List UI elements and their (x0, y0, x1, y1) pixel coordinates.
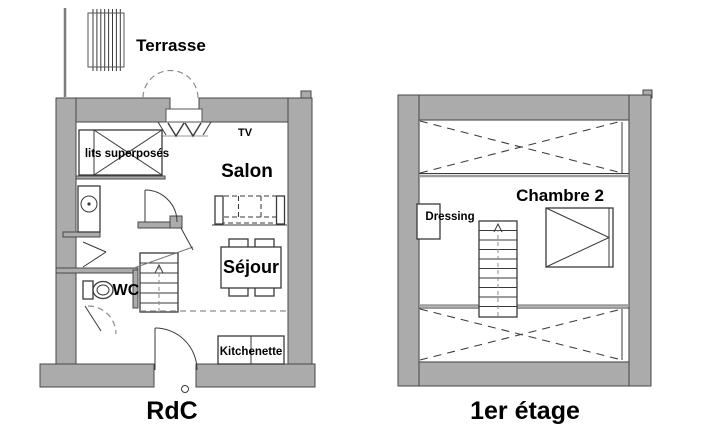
rdc-walls (39, 90, 316, 388)
sofa (212, 195, 287, 226)
toilet-bowl-inner (96, 284, 110, 296)
wall-right (287, 97, 313, 367)
stairs-rdc (133, 246, 194, 313)
door-leaf-symbol (184, 122, 202, 138)
bathroom-sink (77, 185, 101, 233)
tv-label: TV (238, 127, 253, 139)
plan-etage: Dressing Chambre 2 1er étage (397, 89, 653, 425)
bed-cross-line (545, 237, 610, 268)
terrace-table (87, 9, 125, 71)
wall-wc-right (132, 269, 139, 309)
door-frame (165, 108, 203, 123)
toilet-tank (82, 280, 94, 300)
bed-cross-line (545, 207, 610, 238)
wc-label: WC (113, 282, 140, 299)
dining-label: Séjour (223, 257, 279, 277)
wc-toilet (82, 280, 114, 300)
wall-stair-block (169, 215, 183, 229)
door-leaf-line (82, 241, 107, 253)
door-leaf-line (82, 251, 107, 268)
stair-up-arrow (493, 222, 503, 233)
dining-table (220, 246, 282, 289)
band-cross-line (419, 308, 623, 361)
etage-title: 1er étage (470, 397, 580, 425)
bathroom-door (82, 241, 107, 268)
door-swing-arc (87, 305, 117, 335)
attic-band-bottom (419, 304, 629, 361)
hall-door (144, 189, 194, 251)
terrace-french-door (142, 69, 212, 138)
dressing-label: Dressing (425, 211, 474, 223)
wall-bottom-right (195, 363, 316, 388)
wall-bath (62, 231, 101, 238)
kitchenette-counter (217, 335, 285, 365)
bed-outline (78, 129, 163, 176)
attic-band-top (419, 120, 629, 178)
wc-door (84, 305, 117, 335)
door-leaf-symbol (167, 122, 185, 138)
sink-drain (87, 202, 91, 206)
wall-top (397, 94, 652, 121)
door-leaf-line (180, 227, 194, 251)
wall-bottom-left (39, 363, 155, 388)
sofa-outline (215, 195, 284, 224)
dining-set (220, 238, 282, 297)
stair-up-arrow (154, 263, 164, 274)
kitchenette-label: Kitchenette (220, 346, 283, 358)
bed-outline (545, 207, 614, 268)
bed-cross-line (93, 129, 163, 176)
wall-under-bed (75, 175, 166, 180)
bedroom-label: Chambre 2 (516, 186, 604, 205)
stairs-etage (478, 220, 518, 318)
bunk-bed (78, 129, 163, 176)
wall-right (628, 94, 652, 387)
rdc-title: RdC (146, 397, 197, 425)
bed-chambre2 (545, 207, 614, 268)
wall-left (397, 94, 420, 387)
plan-rdc: Terrasse (39, 8, 316, 425)
stair-cut-line (133, 246, 194, 269)
bunk-beds-label: lits superposés (85, 148, 169, 160)
entrance-door (154, 327, 198, 393)
door-jamb-line (202, 121, 212, 136)
door-jamb-line (157, 121, 167, 136)
wall-bottom (397, 360, 652, 387)
sofa-armrest (275, 195, 286, 225)
door-swing-arc (142, 69, 199, 99)
wall-wc-top (55, 267, 139, 274)
sink-cabinet (77, 185, 101, 233)
wall-stair (137, 221, 171, 229)
door-leaf-line (84, 305, 102, 332)
band-cross-line (419, 120, 623, 174)
sofa-armrest (214, 195, 224, 225)
door-swing-arc (154, 327, 198, 371)
sink-basin (80, 195, 98, 213)
dressing-closet (416, 203, 441, 240)
table-outline (87, 12, 125, 68)
door-bell (181, 385, 189, 393)
toilet-bowl (92, 280, 114, 300)
terrace-label: Terrasse (136, 36, 206, 55)
door-swing-arc (144, 189, 178, 223)
living-room-label: Salon (221, 161, 273, 182)
